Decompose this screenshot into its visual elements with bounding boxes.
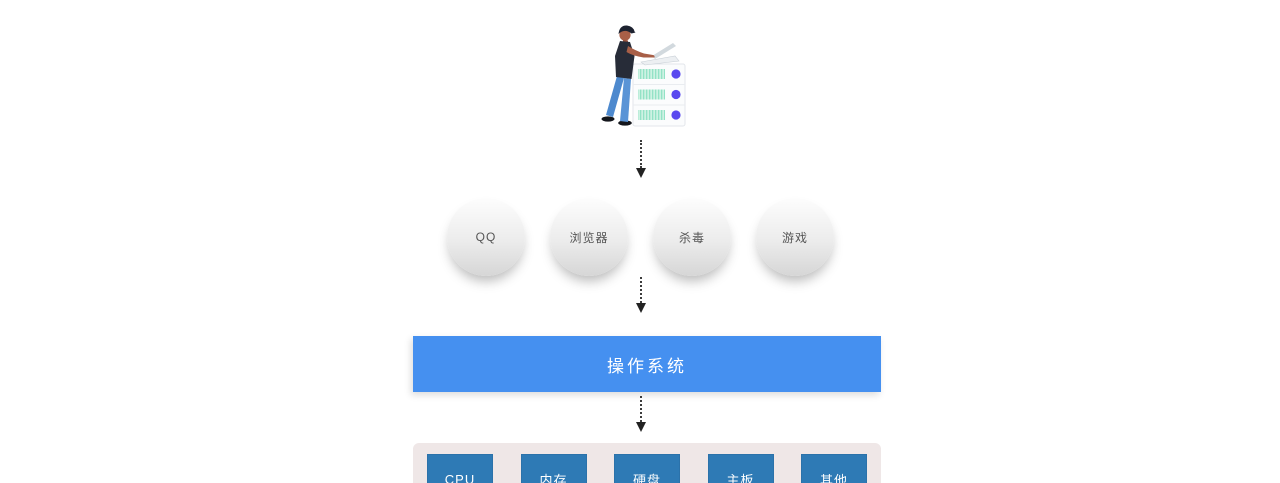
hardware-layer-panel: CPU 内存 硬盘 主板 其他 [413,443,881,483]
arrow-head-icon [636,422,646,432]
app-label: 浏览器 [569,230,609,245]
app-node-browser: 浏览器 [550,198,628,276]
hardware-box-other: 其他 [801,454,867,483]
arrow-dotted-line [640,277,642,303]
app-label: QQ [475,230,497,244]
app-node-game: 游戏 [756,198,834,276]
arrow-dotted-line [640,396,642,422]
server-rack-icon [632,63,686,127]
hardware-label: CPU [444,471,476,483]
arrow-dotted-line [640,140,642,168]
hardware-label: 硬盘 [632,472,661,483]
app-label: 杀毒 [678,230,705,245]
os-layer-bar: 操作系统 [413,336,881,392]
os-label: 操作系统 [607,356,687,376]
laptop-icon [640,43,680,66]
arrow-apps-to-os [635,277,647,313]
person-at-server-illustration [601,25,686,127]
app-node-antivirus: 杀毒 [653,198,731,276]
hardware-box-memory: 内存 [520,454,587,483]
hardware-label: 主板 [726,472,755,483]
hardware-label: 其他 [819,472,848,483]
hardware-box-motherboard: 主板 [707,454,774,483]
app-label: 游戏 [781,230,808,245]
hardware-box-cpu: CPU [427,454,493,483]
arrow-head-icon [636,303,646,313]
arrow-os-to-hardware [635,396,647,432]
hardware-label: 内存 [539,472,568,483]
arrow-head-icon [636,168,646,178]
person-icon [601,25,655,126]
hardware-box-disk: 硬盘 [614,454,680,483]
app-node-qq: QQ [447,198,525,276]
arrow-user-to-apps [635,140,647,178]
